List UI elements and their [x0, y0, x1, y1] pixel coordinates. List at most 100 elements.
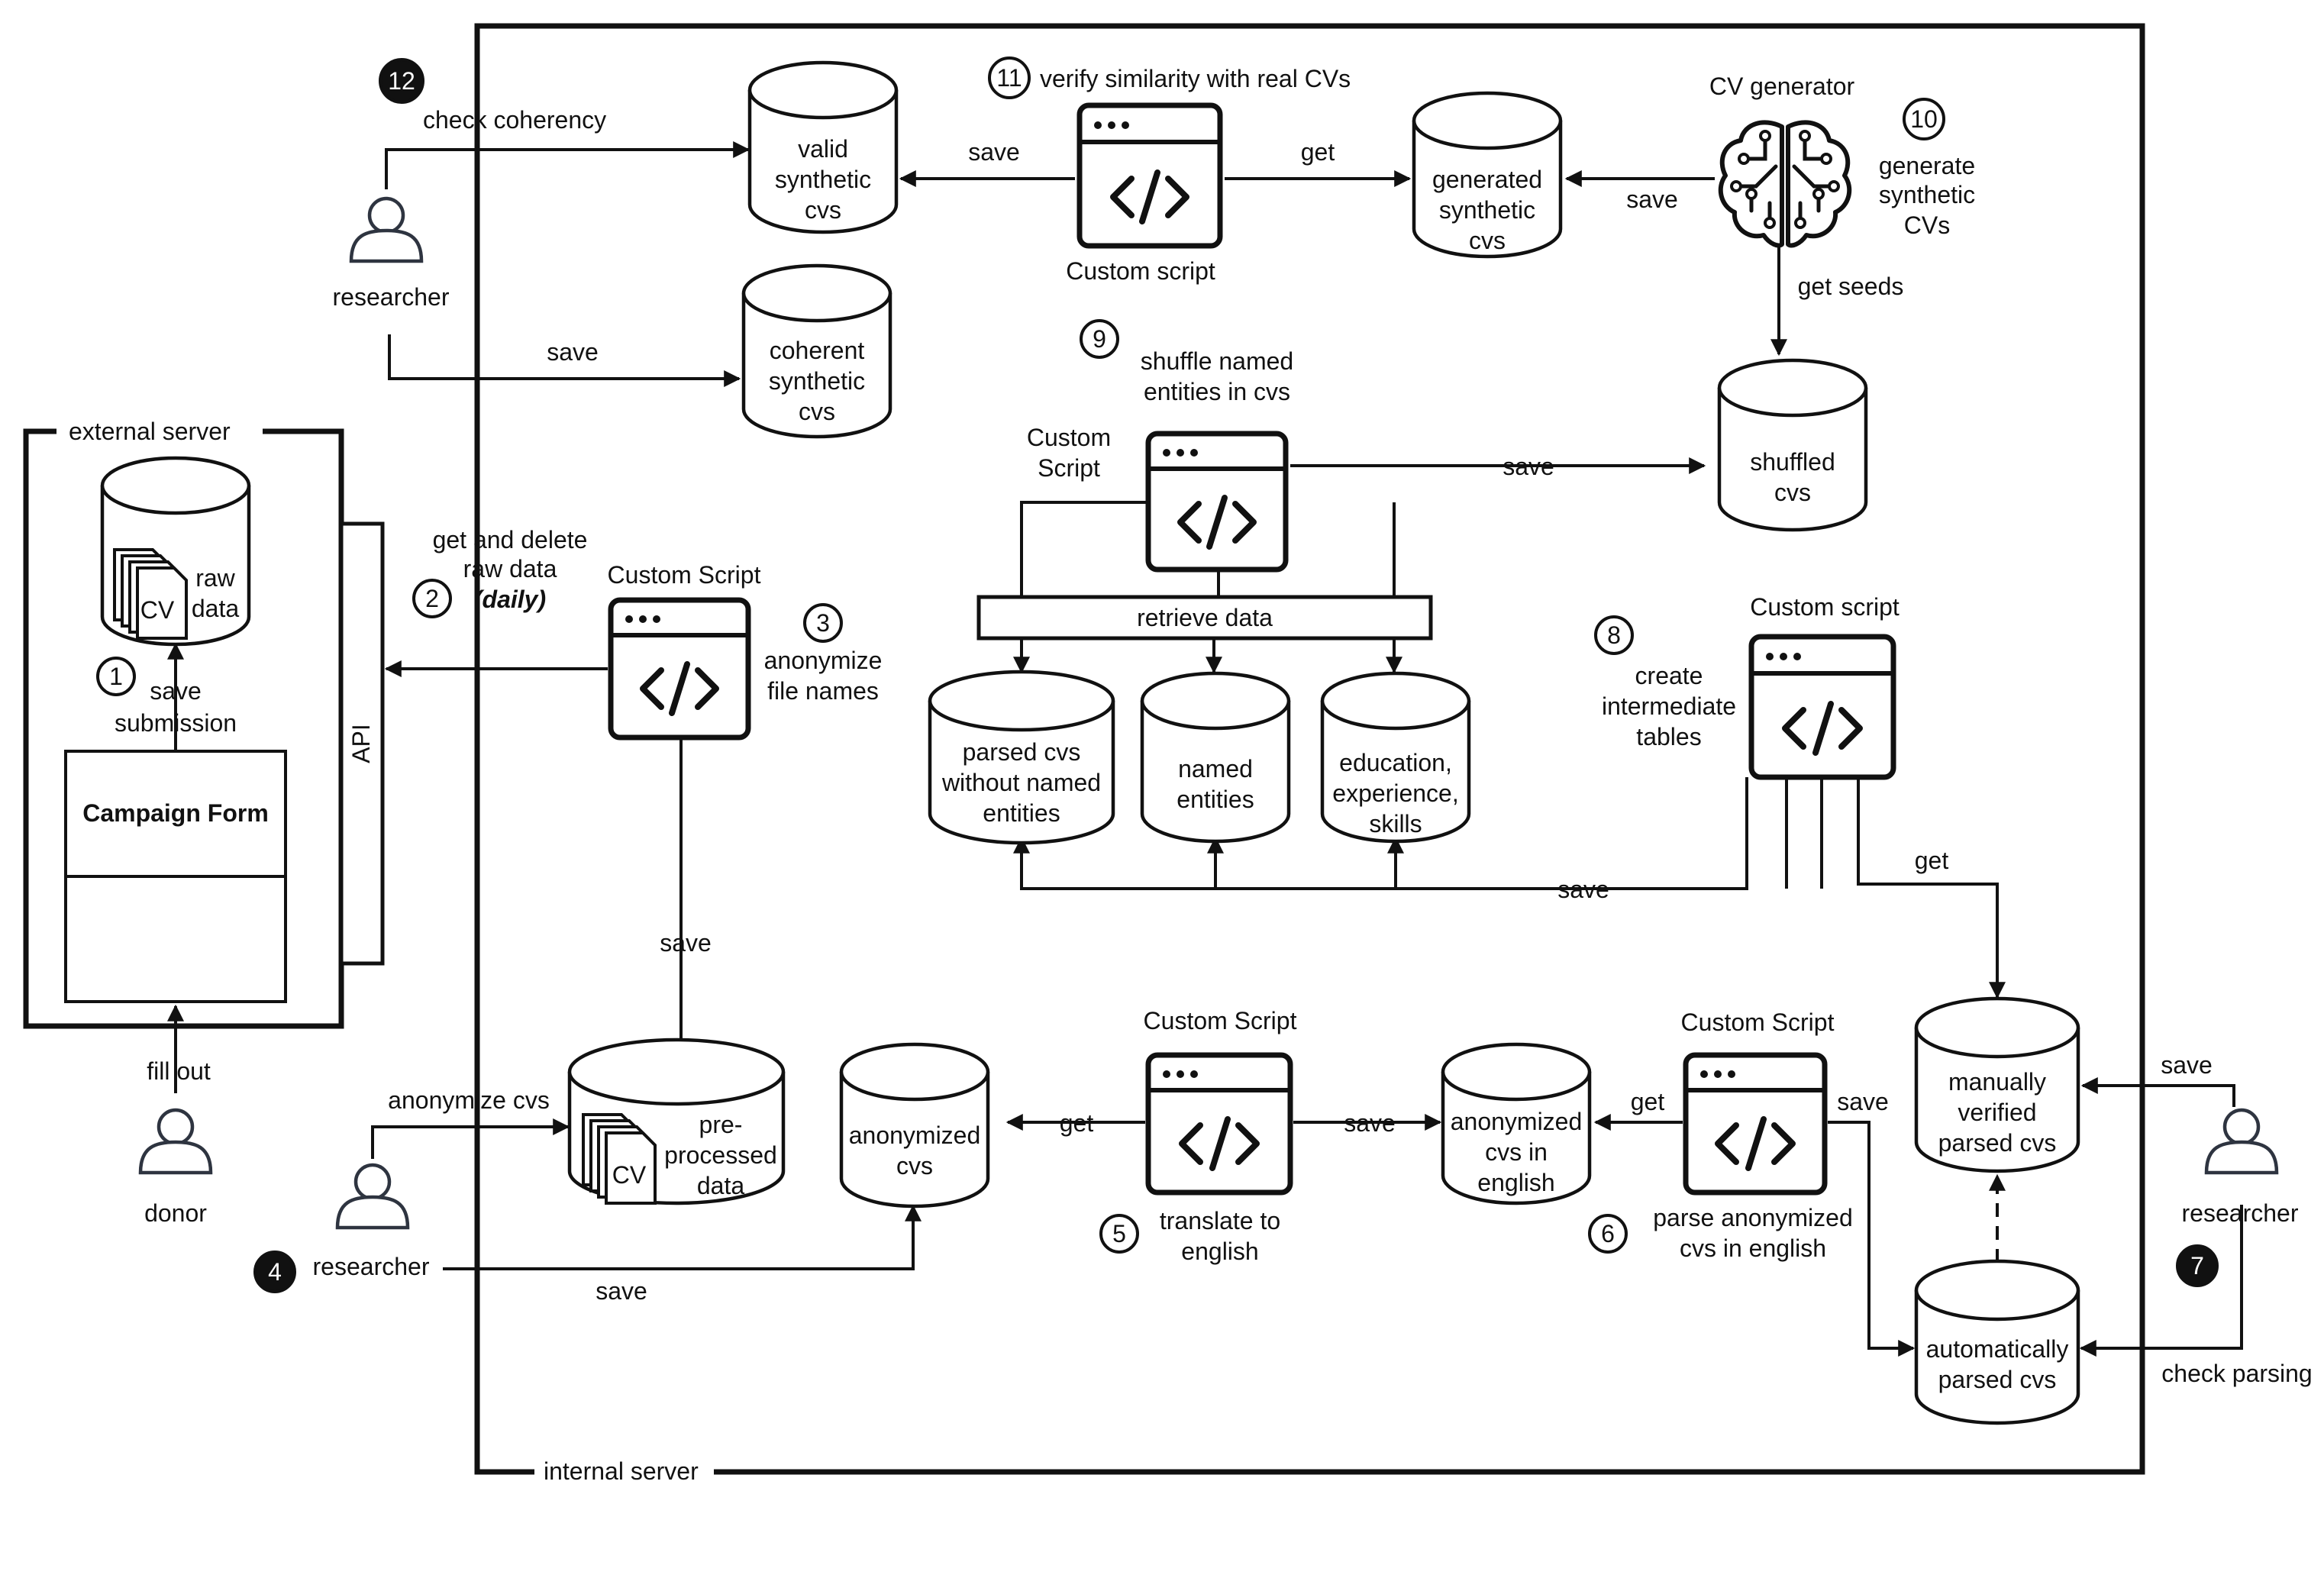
cv-generator-brain-circuit-icon [1718, 120, 1852, 248]
step2-text-2: (daily) [474, 586, 546, 613]
internal-server-frame: internal server [474, 23, 2145, 1485]
shuffle-script-label-0: Custom [1027, 424, 1111, 451]
get-seeds-label: get seeds [1798, 273, 1904, 300]
external-server-frame: external server [23, 418, 344, 1029]
svg-text:12: 12 [388, 67, 415, 95]
parsed-no-ne-label-0: parsed cvs [963, 738, 1081, 766]
svg-text:11: 11 [996, 64, 1022, 92]
preprocessed-label-2: data [697, 1172, 744, 1199]
generated-db-label-0: generated [1432, 166, 1542, 193]
named-entities-db: named entities [1140, 671, 1291, 844]
raw-data-doc-label: CV [140, 596, 175, 624]
save-researcher-right-label: save [2161, 1051, 2213, 1079]
step1-badge: 1 [96, 657, 136, 696]
shuffled-db-label-0: shuffled [1750, 448, 1835, 476]
translate-script-code-window-icon [1145, 1052, 1293, 1196]
anonymized-cvs-in-english-db: anonymized cvs in english [1441, 1042, 1592, 1205]
retrieve-data-bar: retrieve data [976, 595, 1433, 641]
raw-data-label-line1: raw [195, 564, 235, 592]
svg-text:4: 4 [268, 1258, 282, 1286]
donor-person-icon [138, 1108, 213, 1175]
anonymize-script-code-window-icon [608, 597, 751, 741]
donor-label: donor [144, 1199, 207, 1227]
raw-data-doc-stack-icon: CV [113, 548, 188, 640]
get-parse-label: get [1631, 1088, 1665, 1115]
external-server-label: external server [69, 418, 231, 445]
verify-script-label: Custom script [1066, 257, 1215, 285]
manual-label-2: parsed cvs [1938, 1129, 2057, 1157]
researcher-bottom-person-icon [335, 1163, 410, 1230]
researcher-right-label: researcher [2182, 1199, 2299, 1227]
step9-text-0: shuffle named [1141, 347, 1293, 375]
named-entities-label-1: entities [1177, 786, 1254, 813]
raw-data-label-line2: data [192, 595, 239, 622]
translate-script-label: Custom Script [1144, 1007, 1297, 1034]
shuffled-db-label-1: cvs [1774, 479, 1811, 506]
svg-text:1: 1 [109, 663, 123, 690]
shuffled-cvs-db: shuffled cvs [1717, 358, 1868, 532]
step10-text-0: generate [1879, 152, 1975, 179]
get-translate-label: get [1060, 1109, 1094, 1137]
step9-text-1: entities in cvs [1144, 378, 1290, 405]
connectors [167, 141, 2243, 1357]
save-submission-label-1: submission [115, 709, 237, 737]
step12-badge: 12 [379, 58, 424, 104]
parsed-cvs-without-named-entities-db: parsed cvs without named entities [928, 670, 1115, 845]
education-experience-skills-db: education, experience, skills [1320, 671, 1471, 844]
step-badges: 1 2 3 4 5 6 7 8 [96, 56, 2219, 1293]
researcher-bottom-label: researcher [313, 1253, 430, 1280]
save-intermediate-label: save [1557, 876, 1609, 903]
svg-text:3: 3 [816, 609, 830, 637]
step7-badge: 7 [2176, 1244, 2219, 1287]
svg-text:9: 9 [1093, 325, 1106, 353]
save-valid-label: save [968, 138, 1020, 166]
step3-text-0: anonymize [764, 647, 883, 674]
step8-badge: 8 [1594, 615, 1634, 655]
svg-text:2: 2 [425, 585, 439, 612]
step3-badge: 3 [803, 603, 843, 643]
preprocessed-doc-stack-icon: CV [582, 1113, 657, 1205]
auto-label-1: parsed cvs [1938, 1366, 2057, 1393]
step10-text-1: synthetic [1879, 181, 1975, 208]
step2-text-0: get and delete [433, 526, 588, 553]
anonymize-cvs-label: anonymize cvs [388, 1086, 550, 1114]
svg-text:6: 6 [1601, 1220, 1615, 1247]
step5-text-0: translate to [1160, 1207, 1280, 1234]
step11-badge: 11 [988, 56, 1031, 99]
researcher-top-person-icon [349, 196, 424, 263]
save-anon-script-label: save [660, 929, 712, 957]
step8-text-0: create [1635, 662, 1703, 689]
labels: donor researcher researcher researcher C… [115, 65, 2313, 1387]
step3-text-1: file names [767, 677, 879, 705]
step10-badge: 10 [1903, 98, 1945, 140]
shuffle-script-label-1: Script [1038, 454, 1100, 482]
edu-label-1: experience, [1332, 779, 1458, 807]
svg-text:10: 10 [1910, 105, 1938, 133]
anon-en-label-2: english [1477, 1169, 1554, 1196]
step5-text-1: english [1181, 1238, 1258, 1265]
manual-label-1: verified [1958, 1099, 2036, 1126]
step7-text: check parsing [2161, 1360, 2312, 1387]
retrieve-data-label: retrieve data [1137, 604, 1273, 631]
anonymized-cvs-db: anonymized cvs [839, 1042, 990, 1209]
campaign-form: Campaign Form [64, 750, 287, 1003]
automatically-parsed-cvs-db: automatically parsed cvs [1914, 1259, 2080, 1425]
anonymize-script-label: Custom Script [608, 561, 761, 589]
generated-synthetic-cvs-db: generated synthetic cvs [1412, 91, 1563, 259]
save-translate-label: save [1344, 1109, 1396, 1137]
edu-label-2: skills [1369, 810, 1422, 837]
named-entities-label-0: named [1178, 755, 1253, 783]
save-submission-label-0: save [150, 677, 202, 705]
step5-badge: 5 [1099, 1214, 1139, 1254]
step11-text: verify similarity with real CVs [1040, 65, 1351, 92]
anonymized-label-1: cvs [896, 1152, 933, 1180]
anonymized-label-0: anonymized [849, 1121, 981, 1149]
valid-db-label-0: valid [798, 135, 848, 163]
edu-label-0: education, [1339, 749, 1452, 776]
valid-db-label-1: synthetic [775, 166, 871, 193]
step8-text-2: tables [1636, 723, 1701, 750]
cv-generator-label: CV generator [1709, 73, 1855, 100]
step10-text-2: CVs [1904, 211, 1950, 239]
step2-text-1: raw data [463, 555, 557, 583]
